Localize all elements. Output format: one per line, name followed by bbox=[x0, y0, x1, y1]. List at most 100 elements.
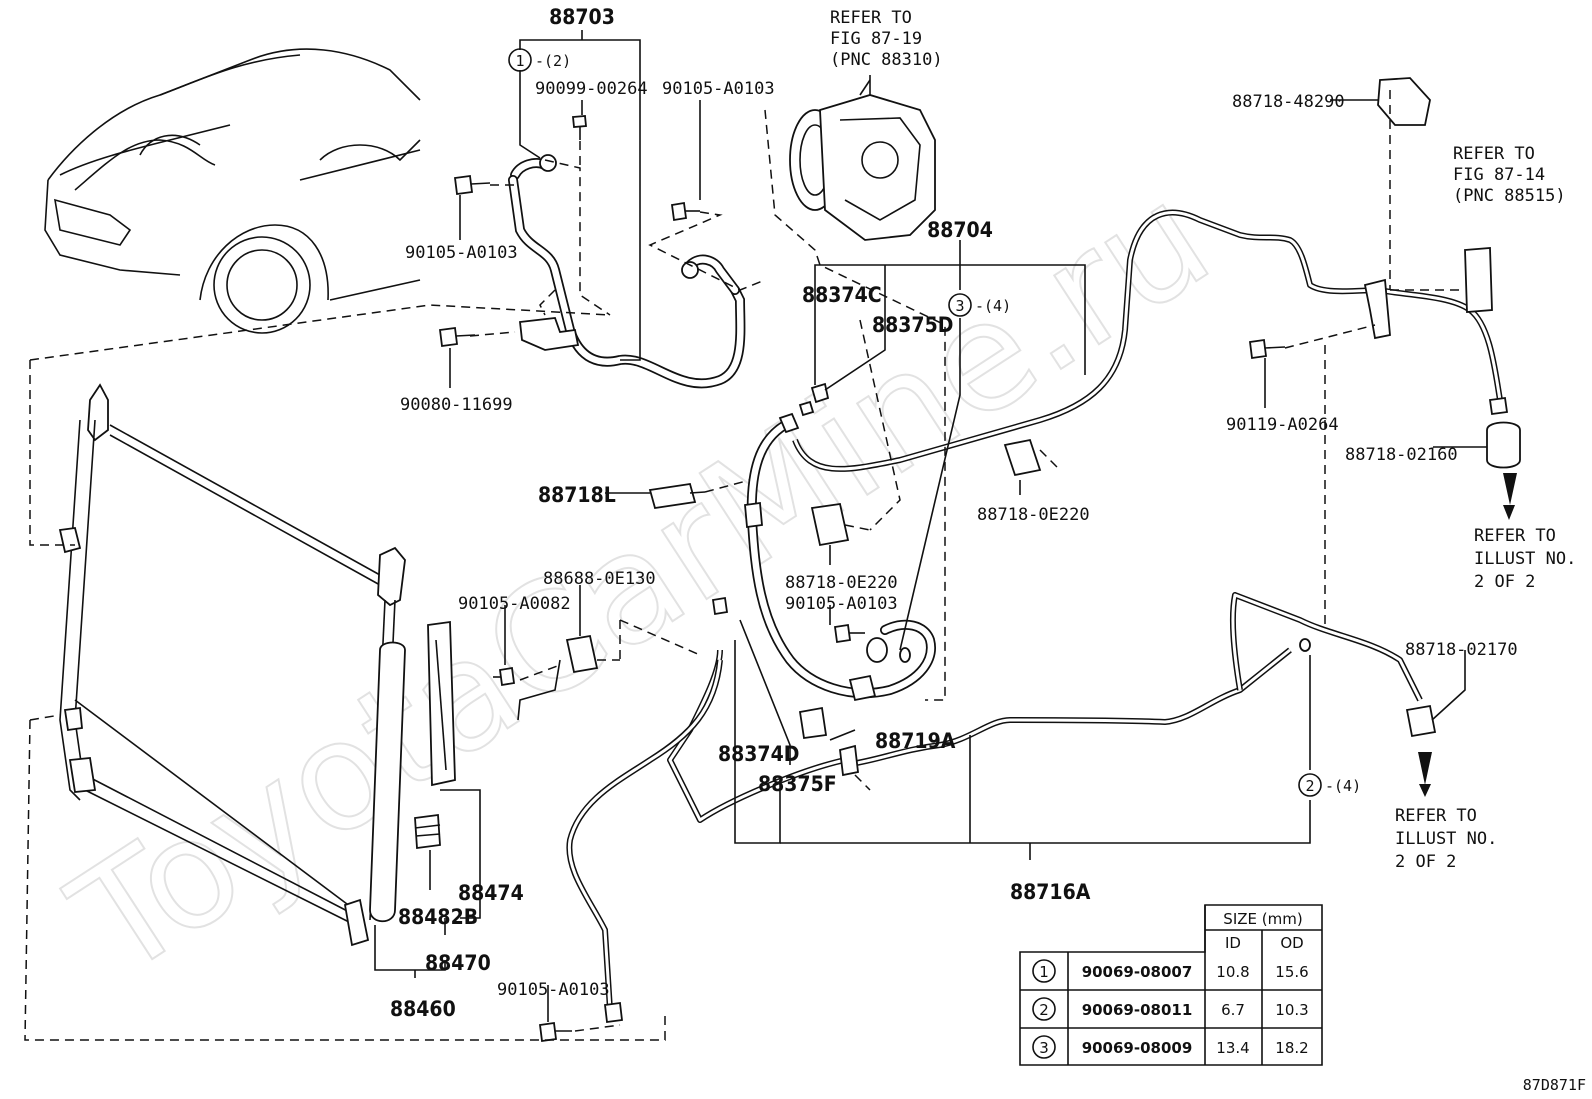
label-88474[interactable]: 88474 bbox=[458, 881, 524, 905]
label-88703[interactable]: 88703 bbox=[549, 5, 615, 29]
leader-lines bbox=[374, 30, 1487, 1022]
cap-88718-02160[interactable] bbox=[1486, 421, 1521, 469]
table-row: 3 90069-08009 13.4 18.2 bbox=[1032, 1035, 1309, 1059]
bolt-icon bbox=[833, 623, 865, 644]
label-88718-02170[interactable]: 88718-02170 bbox=[1405, 640, 1518, 660]
callout-number: 2 bbox=[1305, 777, 1314, 795]
row-od: 15.6 bbox=[1275, 963, 1308, 981]
discharge-hose-88703[interactable] bbox=[508, 154, 746, 389]
expansion-valve[interactable] bbox=[1464, 247, 1493, 313]
label-88719A[interactable]: 88719A bbox=[875, 729, 956, 753]
bolt-icon bbox=[670, 201, 700, 222]
row-ref: 3 bbox=[1039, 1039, 1049, 1057]
label-88718-0E220[interactable]: 88718-0E220 bbox=[977, 505, 1090, 525]
refer-text: FIG 87-19 bbox=[830, 29, 922, 49]
label-88718-02160[interactable]: 88718-02160 bbox=[1345, 445, 1458, 465]
bolt-icon bbox=[572, 115, 587, 140]
callout-1: 1 -(2) bbox=[508, 48, 571, 72]
arrow-down-icon bbox=[1418, 752, 1432, 785]
row-id: 6.7 bbox=[1221, 1001, 1245, 1019]
label-88704[interactable]: 88704 bbox=[927, 218, 993, 242]
label-90105-A0103[interactable]: 90105-A0103 bbox=[405, 243, 518, 263]
cap-88718-02170[interactable] bbox=[1405, 704, 1437, 738]
bolt-icon bbox=[538, 1021, 572, 1043]
size-table: SIZE (mm) ID OD 1 90069-08007 10.8 15.6 … bbox=[1019, 904, 1323, 1066]
label-88375F[interactable]: 88375F bbox=[758, 772, 837, 796]
bracket-88688-0E130[interactable] bbox=[565, 634, 599, 674]
dashed-guides bbox=[24, 90, 1465, 1041]
table-row: 1 90069-08007 10.8 15.6 bbox=[1032, 959, 1309, 983]
row-od: 10.3 bbox=[1275, 1001, 1308, 1019]
label-90119-A0264[interactable]: 90119-A0264 bbox=[1226, 415, 1339, 435]
label-88470[interactable]: 88470 bbox=[425, 951, 491, 975]
row-part[interactable]: 90069-08007 bbox=[1082, 963, 1193, 981]
compressor[interactable] bbox=[789, 79, 936, 241]
refer-text: ILLUST NO. bbox=[1395, 829, 1497, 849]
part-labels: 88703 90099-00264 90105-A0103 90105-A010… bbox=[390, 5, 1576, 1021]
col-od: OD bbox=[1280, 934, 1303, 952]
row-part[interactable]: 90069-08009 bbox=[1082, 1039, 1193, 1057]
suction-hose-88704[interactable] bbox=[744, 382, 936, 702]
label-88374C[interactable]: 88374C bbox=[802, 283, 882, 307]
refer-text: REFER TO bbox=[830, 8, 912, 28]
callout-3: 3 -(4) bbox=[948, 293, 1011, 317]
callout-3-qty: -(4) bbox=[975, 297, 1011, 315]
refer-text: REFER TO bbox=[1474, 526, 1556, 546]
callout-2: 2 -(4) bbox=[1298, 773, 1361, 797]
label-88375D[interactable]: 88375D bbox=[872, 313, 953, 337]
bolt-icon bbox=[438, 326, 476, 348]
arrow-down-icon bbox=[1503, 473, 1517, 505]
callout-2-qty: -(4) bbox=[1325, 777, 1361, 795]
bolt-icon bbox=[1248, 338, 1286, 360]
refer-text: REFER TO bbox=[1395, 806, 1477, 826]
bolt-icon bbox=[493, 666, 516, 687]
sensor-88718L[interactable] bbox=[648, 482, 697, 510]
row-ref: 1 bbox=[1039, 963, 1049, 981]
table-header: SIZE (mm) bbox=[1223, 910, 1302, 928]
label-90080-11699[interactable]: 90080-11699 bbox=[400, 395, 513, 415]
clamp-88718-0E220-mid[interactable] bbox=[810, 502, 850, 547]
refer-text: 2 OF 2 bbox=[1395, 852, 1456, 872]
label-90105-A0103[interactable]: 90105-A0103 bbox=[785, 594, 898, 614]
clamp-88718-48290[interactable] bbox=[1377, 77, 1431, 126]
liquid-pipe-88716A[interactable] bbox=[566, 592, 1423, 1024]
label-88482B[interactable]: 88482B bbox=[398, 905, 478, 929]
condenser-88460[interactable] bbox=[58, 383, 406, 947]
row-ref: 2 bbox=[1039, 1001, 1049, 1019]
clamp-88718-0E220-right[interactable] bbox=[1003, 438, 1042, 477]
callout-1-qty: -(2) bbox=[535, 52, 571, 70]
refer-text: FIG 87-14 bbox=[1453, 165, 1545, 185]
bolts bbox=[438, 115, 1286, 1043]
label-90099-00264[interactable]: 90099-00264 bbox=[535, 79, 648, 99]
refer-text: (PNC 88310) bbox=[830, 50, 943, 70]
refer-text: ILLUST NO. bbox=[1474, 549, 1576, 569]
label-88718-48290[interactable]: 88718-48290 bbox=[1232, 92, 1345, 112]
vehicle-sketch bbox=[44, 48, 421, 334]
diagram-id: 87D871F bbox=[1523, 1076, 1586, 1094]
label-90105-A0103[interactable]: 90105-A0103 bbox=[497, 980, 610, 1000]
label-88688-0E130[interactable]: 88688-0E130 bbox=[543, 569, 656, 589]
table-row: 2 90069-08011 6.7 10.3 bbox=[1032, 997, 1309, 1021]
label-88374D[interactable]: 88374D bbox=[718, 742, 799, 766]
label-90105-A0103[interactable]: 90105-A0103 bbox=[662, 79, 775, 99]
label-88718-0E220[interactable]: 88718-0E220 bbox=[785, 573, 898, 593]
row-part[interactable]: 90069-08011 bbox=[1082, 1001, 1193, 1019]
bolt-icon bbox=[453, 174, 491, 196]
label-88460[interactable]: 88460 bbox=[390, 997, 456, 1021]
refer-text: REFER TO bbox=[1453, 144, 1535, 164]
pressure-switch-88719A[interactable] bbox=[798, 706, 828, 740]
row-od: 18.2 bbox=[1275, 1039, 1308, 1057]
refer-text: (PNC 88515) bbox=[1453, 186, 1566, 206]
callout-number: 1 bbox=[515, 52, 524, 70]
label-88716A[interactable]: 88716A bbox=[1010, 880, 1091, 904]
row-id: 13.4 bbox=[1216, 1039, 1249, 1057]
label-90105-A0082[interactable]: 90105-A0082 bbox=[458, 594, 571, 614]
receiver-tank-88470[interactable] bbox=[369, 620, 456, 923]
small-parts bbox=[517, 77, 1521, 740]
refer-arrows bbox=[1418, 473, 1517, 797]
label-88718L[interactable]: 88718L bbox=[538, 483, 616, 507]
row-id: 10.8 bbox=[1216, 963, 1249, 981]
refer-text: 2 OF 2 bbox=[1474, 572, 1535, 592]
suction-pipe[interactable] bbox=[792, 209, 1509, 472]
